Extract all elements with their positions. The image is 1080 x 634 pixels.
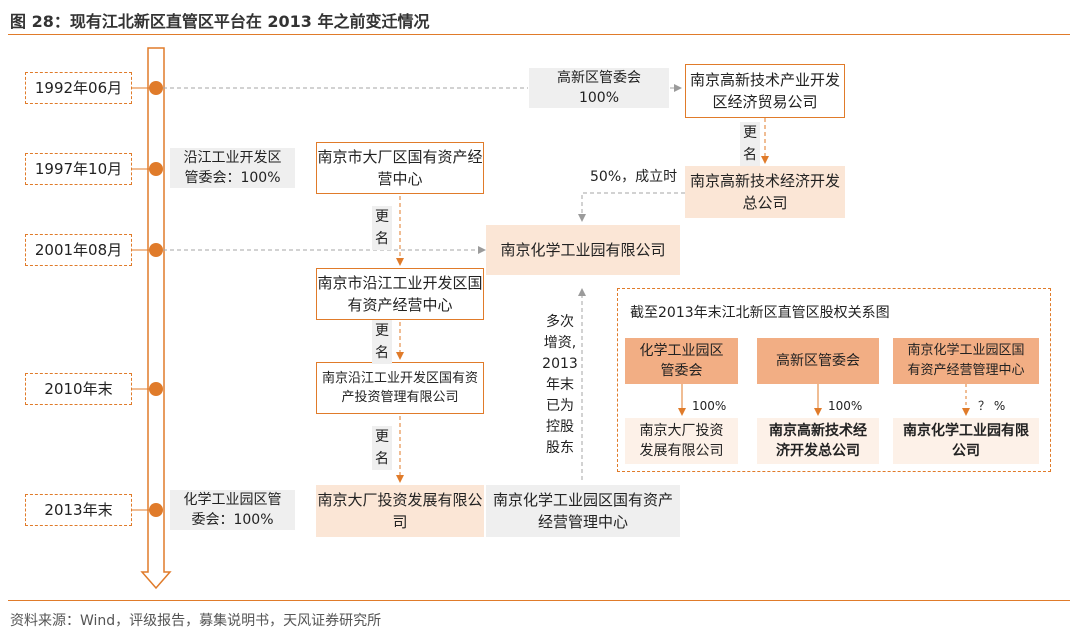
node-huaxue-guanwei: 化学工业园区管 委会：100%	[170, 490, 295, 530]
date-1992-06: 1992年06月	[25, 72, 132, 104]
panel-title: 截至2013年末江北新区直管区股权关系图	[630, 305, 890, 321]
panel-top-3: 南京化学工业园区国 有资产经营管理中心	[893, 338, 1039, 384]
bottom-rule	[8, 600, 1070, 601]
panel-bottom-2: 南京高新技术经 济开发总公司	[757, 418, 879, 464]
node-nj-gxjs-jingji: 南京高新技术经济开发总公司	[685, 166, 845, 218]
node-yanjiang-guanwei: 沿江工业开发区 管委会：100%	[170, 148, 295, 188]
node-gxq-guanwei: 高新区管委会 100%	[529, 68, 669, 108]
panel-bottom-1: 南京大厂投资 发展有限公司	[625, 418, 738, 464]
top-rule	[8, 34, 1070, 35]
figure-title: 图 28：现有江北新区直管区平台在 2013 年之前变迁情况	[10, 12, 430, 31]
date-2010-end: 2010年末	[25, 373, 132, 405]
panel-top-2: 高新区管委会	[757, 338, 879, 384]
node-nj-huaxue: 南京化学工业园有限公司	[486, 225, 680, 275]
capital-increase-label: 多次 增资, 2013 年末 已为 控股 股东	[542, 314, 578, 456]
timeline-arrow	[140, 47, 172, 590]
rename-label-1: 更 名	[740, 122, 760, 166]
panel-bottom-3: 南京化学工业园有限 公司	[893, 418, 1039, 464]
fifty-percent-label: 50%，成立时	[590, 169, 678, 185]
node-yanjiang-guoyou: 南京市沿江工业开发区国有资产经营中心	[316, 268, 484, 320]
panel-pct-3: ？ %	[978, 399, 1006, 413]
node-nj-gxjs-kaifa: 南京高新技术产业开发区经济贸易公司	[685, 64, 845, 118]
node-huaxue-guoyou: 南京化学工业园区国有资产经营管理中心	[486, 485, 680, 537]
rename-label-4: 更 名	[372, 426, 392, 470]
panel-top-1: 化学工业园区 管委会	[625, 338, 738, 384]
rename-label-3: 更 名	[372, 320, 392, 364]
node-yanjiang-touzi: 南京沿江工业开发区国有资产投资管理有限公司	[316, 362, 484, 414]
panel-pct-2: 100%	[828, 399, 863, 413]
panel-pct-1: 100%	[692, 399, 727, 413]
rename-label-2: 更 名	[372, 206, 392, 250]
date-2001-08: 2001年08月	[25, 234, 132, 266]
equity-panel	[617, 288, 1051, 472]
timeline-dots	[149, 81, 163, 517]
date-2013-end: 2013年末	[25, 494, 132, 526]
source-note: 资料来源：Wind，评级报告，募集说明书，天风证券研究所	[10, 613, 382, 629]
node-dachang-touzi: 南京大厂投资发展有限公司	[316, 485, 484, 537]
connector-lines	[132, 47, 970, 590]
node-dachang-guoyou: 南京市大厂区国有资产经营中心	[316, 142, 484, 194]
date-1997-10: 1997年10月	[25, 153, 132, 185]
